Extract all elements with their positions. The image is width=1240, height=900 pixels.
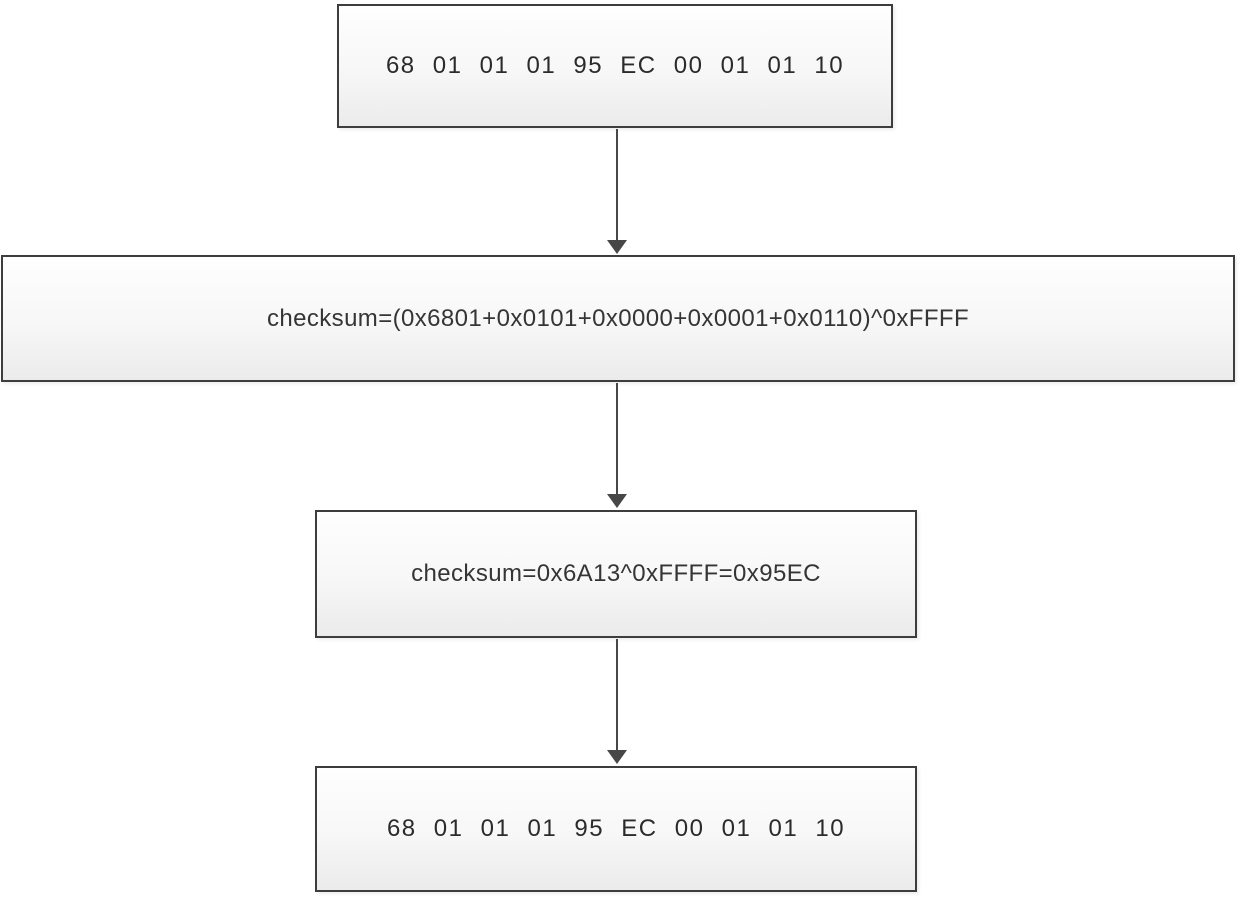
frame-original-text: 68 01 01 01 95 EC 00 01 01 10 (385, 52, 845, 79)
arrow-shaft (616, 383, 618, 495)
flow-node-checksum-formula: checksum=(0x6801+0x0101+0x0000+0x0001+0x… (1, 255, 1235, 382)
checksum-result-text: checksum=0x6A13^0xFFFF=0x95EC (411, 560, 821, 587)
arrow-shaft (616, 129, 618, 241)
flow-node-frame-final: 68 01 01 01 95 EC 00 01 01 10 (315, 766, 917, 892)
arrowhead-down-icon (607, 750, 627, 764)
down-arrow-3 (606, 639, 628, 764)
flow-node-frame-original: 68 01 01 01 95 EC 00 01 01 10 (337, 4, 893, 128)
arrowhead-down-icon (607, 494, 627, 508)
arrowhead-down-icon (607, 240, 627, 254)
checksum-formula-text: checksum=(0x6801+0x0101+0x0000+0x0001+0x… (266, 304, 970, 332)
flow-node-checksum-result: checksum=0x6A13^0xFFFF=0x95EC (315, 510, 917, 638)
down-arrow-2 (606, 383, 628, 508)
arrow-shaft (616, 639, 618, 751)
down-arrow-1 (606, 129, 628, 254)
frame-final-text: 68 01 01 01 95 EC 00 01 01 10 (386, 815, 846, 842)
